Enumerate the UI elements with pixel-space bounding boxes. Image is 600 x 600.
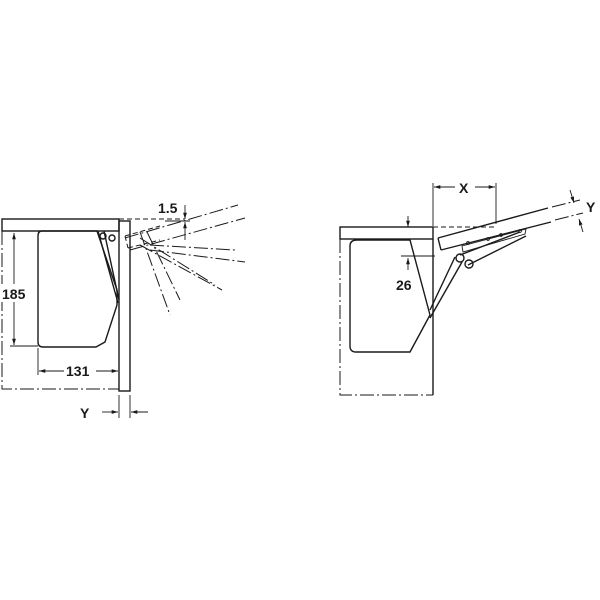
- pivot-right-1: [455, 253, 465, 263]
- dim-label-y-right: Y: [586, 199, 596, 215]
- open-door-panel: [437, 207, 552, 251]
- screw-1: [466, 241, 470, 245]
- pivot-2: [108, 234, 116, 242]
- fitting-body-right: [349, 239, 431, 353]
- dim-label-131: 131: [66, 363, 90, 379]
- cabinet-top-panel-right: [339, 226, 434, 240]
- left-view-closed: 1.5 185 131 Y: [0, 200, 246, 421]
- dim-label-185: 185: [2, 286, 26, 302]
- cabinet-outline-right: [339, 239, 433, 396]
- screw-3: [499, 233, 503, 237]
- lift-arm: [429, 231, 527, 319]
- cabinet-top-panel: [1, 218, 120, 232]
- right-view-open: X Y 26: [339, 178, 596, 396]
- open-door-phantom: [551, 199, 584, 221]
- door-phantom-box: [124, 225, 161, 249]
- door-panel: [118, 220, 131, 392]
- dim-label-y-left: Y: [80, 405, 90, 421]
- pivot-1: [99, 232, 107, 240]
- swing-phantom-lines: [124, 204, 246, 316]
- screw-2: [486, 237, 490, 241]
- dim-y-right-arrow-top: [569, 189, 575, 204]
- hinge-mount-plate: [461, 228, 527, 253]
- hinge-arm: [97, 230, 120, 304]
- pivot-right-2: [464, 259, 474, 269]
- dim-label-x: X: [459, 180, 469, 196]
- dim-label-1-5: 1.5: [158, 200, 178, 216]
- cabinet-outline: [1, 231, 119, 390]
- dim-label-26: 26: [396, 277, 412, 293]
- dim-y-right-arrow-bottom: [578, 218, 584, 233]
- fitting-body: [37, 230, 118, 348]
